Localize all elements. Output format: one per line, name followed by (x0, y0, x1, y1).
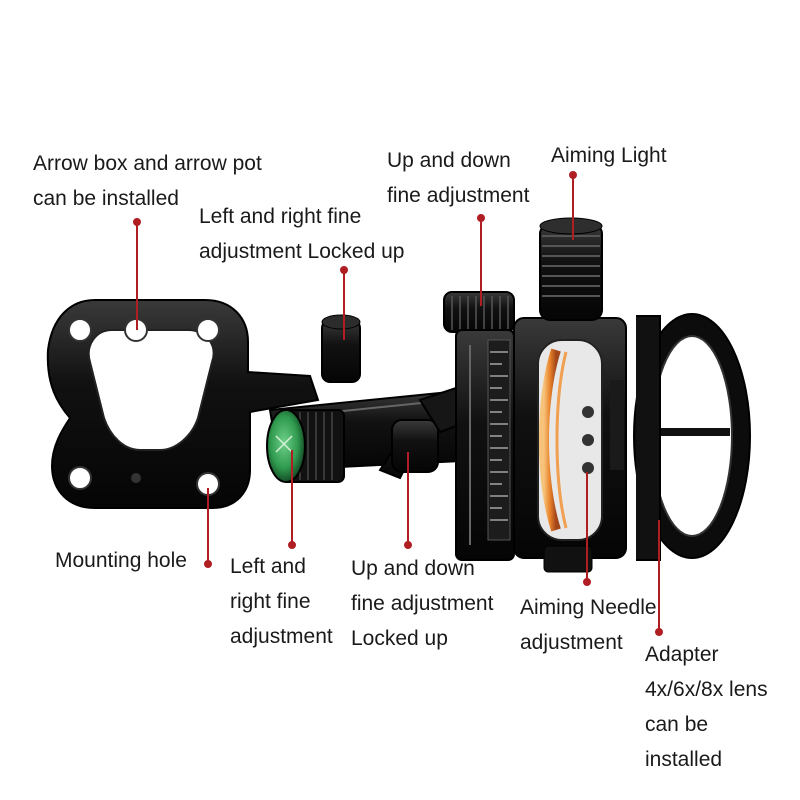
label-line: Aiming Needle (520, 596, 657, 619)
pin-knob (266, 409, 345, 483)
label-line: Arrow box and arrow pot (33, 152, 262, 175)
label-mounting-hole: Mounting hole (55, 543, 187, 578)
label-ud-fine: Up and down fine adjustment (387, 143, 529, 213)
mounting-bracket (46, 299, 320, 509)
label-arrow-box: Arrow box and arrow pot can be installed (33, 146, 262, 216)
label-line: can be installed (33, 187, 179, 210)
label-lr-locked: Left and right fine adjustment Locked up (199, 199, 404, 269)
label-line: Locked up (351, 627, 448, 650)
label-line: Aiming Light (551, 144, 667, 167)
elevation-knob (443, 291, 515, 333)
label-line: fine adjustment (351, 592, 494, 615)
label-line: adjustment (230, 625, 333, 648)
lr-lock-knob (321, 314, 361, 383)
lens-adapter-ring (633, 313, 751, 561)
label-line: Up and down (351, 557, 475, 580)
label-line: Up and down (387, 149, 511, 172)
label-line: Adapter (645, 643, 719, 666)
label-line: can be (645, 713, 709, 736)
label-line: Mounting hole (55, 549, 187, 572)
label-line: right fine (230, 590, 311, 613)
sight-housing (513, 317, 627, 573)
label-aiming-light: Aiming Light (551, 138, 667, 173)
label-needle: Aiming Needle adjustment (520, 590, 657, 660)
aiming-light (539, 217, 603, 321)
label-ud-locked: Up and down fine adjustment Locked up (351, 551, 493, 656)
leader-lines (133, 171, 663, 636)
label-line: adjustment Locked up (199, 240, 405, 263)
label-adapter: Adapter 4x/6x/8x lens can be installed (645, 637, 768, 777)
label-lr-fine: Left and right fine adjustment (230, 549, 333, 654)
elevation-track (455, 329, 515, 561)
label-line: Left and right fine (199, 205, 362, 228)
label-line: 4x/6x/8x lens (645, 678, 768, 701)
label-line: fine adjustment (387, 184, 530, 207)
label-line: adjustment (520, 631, 623, 654)
label-line: installed (645, 748, 723, 771)
label-line: Left and (230, 555, 306, 578)
